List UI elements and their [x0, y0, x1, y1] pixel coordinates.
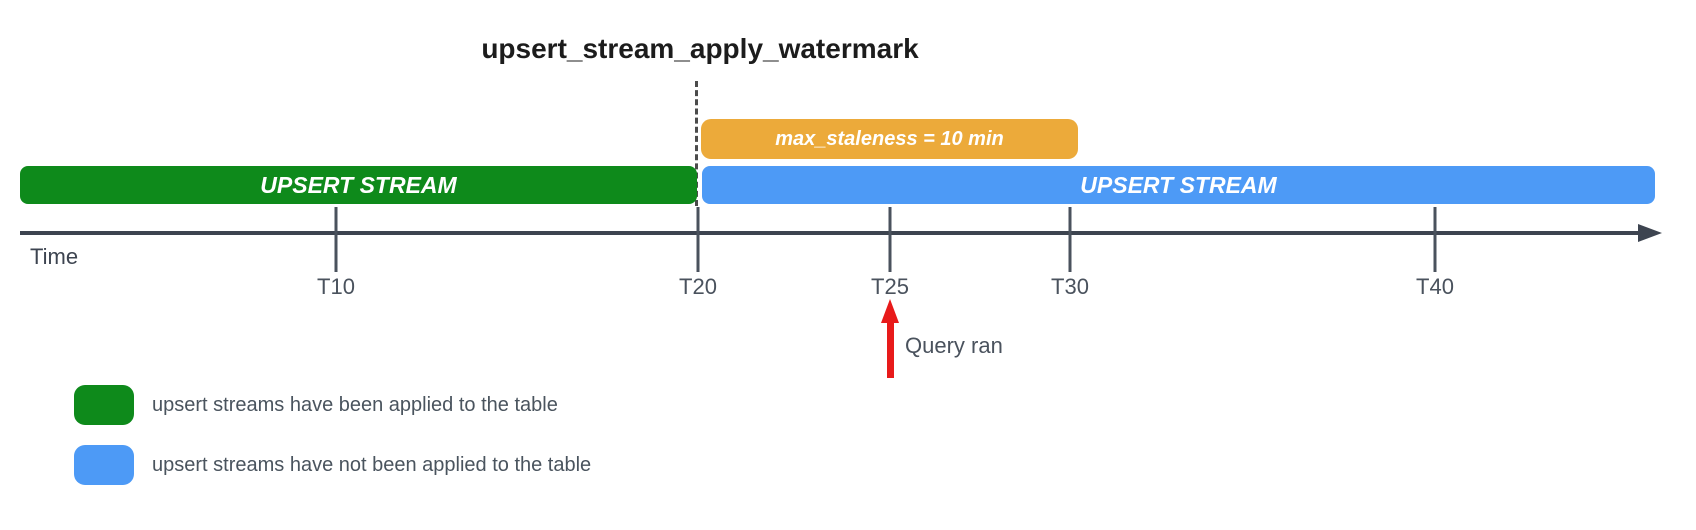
tick-label-t30: T30 — [1051, 274, 1089, 299]
tick-label-t10: T10 — [317, 274, 355, 299]
applied-upsert-stream-label: UPSERT STREAM — [260, 171, 457, 198]
tick-label-t40: T40 — [1416, 274, 1454, 299]
max-staleness-bar: max_staleness = 10 min — [701, 119, 1078, 159]
legend-label-unapplied: upsert streams have not been applied to … — [152, 453, 592, 476]
query-ran-arrow-shaft — [887, 320, 894, 378]
legend-row-unapplied: upsert streams have not been applied to … — [74, 445, 591, 485]
tick-t20 — [696, 207, 700, 272]
unapplied-upsert-stream-bar: UPSERT STREAM — [702, 166, 1655, 204]
time-axis-line — [20, 231, 1640, 235]
tick-t10 — [334, 207, 338, 272]
max-staleness-label: max_staleness = 10 min — [775, 127, 1004, 150]
legend-row-applied: upsert streams have been applied to the … — [74, 385, 591, 425]
tick-label-t25: T25 — [871, 274, 909, 299]
watermark-dashed-line — [695, 81, 698, 206]
time-axis-arrowhead-icon — [1638, 224, 1662, 242]
tick-label-t20: T20 — [679, 274, 717, 299]
legend-label-applied: upsert streams have been applied to the … — [152, 393, 558, 416]
time-axis-label: Time — [30, 244, 79, 269]
diagram-title: upsert_stream_apply_watermark — [481, 33, 919, 64]
tick-t40 — [1433, 207, 1437, 272]
query-ran-label: Query ran — [905, 333, 1003, 358]
tick-t25 — [888, 207, 892, 272]
applied-upsert-stream-bar: UPSERT STREAM — [20, 166, 697, 204]
legend: upsert streams have been applied to the … — [74, 385, 591, 485]
query-ran-arrow-icon — [881, 299, 899, 323]
legend-swatch-unapplied — [74, 445, 134, 485]
unapplied-upsert-stream-label: UPSERT STREAM — [1080, 171, 1277, 198]
legend-swatch-applied — [74, 385, 134, 425]
tick-t30 — [1068, 207, 1072, 272]
